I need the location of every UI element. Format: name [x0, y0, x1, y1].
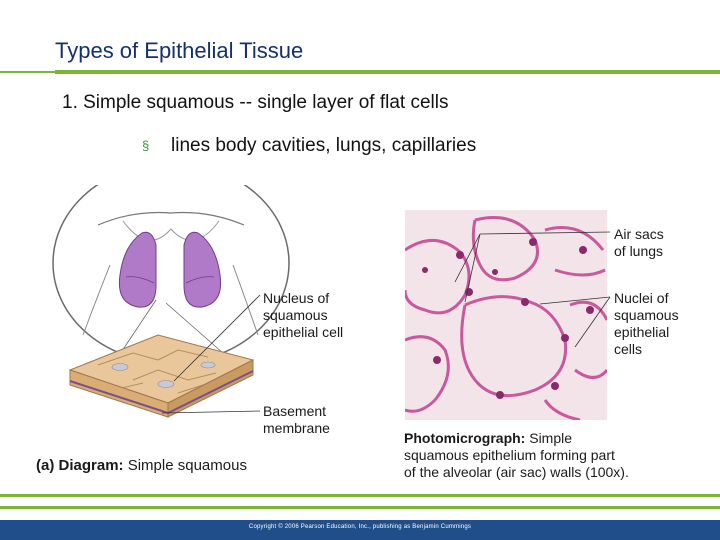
footer-bar	[0, 520, 720, 540]
label-nuclei-line3: epithelial	[614, 324, 670, 340]
diagram-caption-text: Simple squamous	[127, 457, 247, 474]
squamous-diagram-illustration	[52, 185, 290, 418]
photo-caption-line2: squamous epithelium forming part	[404, 447, 615, 463]
photo-leader-lines	[454, 231, 611, 348]
diagram-caption-bold: Diagram:	[58, 457, 124, 474]
photo-caption-bold: Photomicrograph:	[404, 430, 526, 446]
sub-point: lines body cavities, lungs, capillaries	[171, 135, 477, 156]
photo-caption: Photomicrograph: Simple squamous epithel…	[404, 430, 629, 481]
slide-title: Types of Epithelial Tissue	[55, 38, 304, 63]
copyright-text: Copyright © 2006 Pearson Education, Inc.…	[248, 524, 472, 530]
diagram-caption: (a) Diagram: Simple squamous	[36, 457, 247, 474]
label-nuclei-line4: cells	[614, 341, 643, 357]
label-nuclei-line2: squamous	[614, 307, 679, 323]
footer-divider-top	[0, 494, 720, 497]
photomicrograph-image	[405, 210, 607, 420]
label-basement-membrane: Basement membrane	[263, 403, 330, 437]
label-nucleus-line2: squamous	[263, 307, 328, 323]
label-nucleus: Nucleus of squamous epithelial cell	[263, 290, 343, 341]
label-nucleus-line1: Nucleus of	[263, 290, 330, 306]
label-air-sacs: Air sacs of lungs	[614, 226, 664, 260]
sub-bullet-icon: §	[142, 138, 150, 153]
photo-caption-line1-text: Simple	[529, 430, 573, 446]
label-air-sacs-line2: of lungs	[614, 243, 664, 259]
label-nucleus-line3: epithelial cell	[263, 324, 344, 340]
footer-divider-bottom	[0, 506, 720, 509]
title-divider-left	[0, 71, 55, 73]
label-basement-line2: membrane	[263, 420, 330, 436]
title-divider	[55, 70, 720, 74]
photo-caption-line1: Photomicrograph: Simple	[404, 430, 629, 447]
label-basement-line1: Basement	[263, 403, 327, 419]
photo-caption-line3: of the alveolar (air sac) walls (100x).	[404, 464, 629, 480]
diagram-caption-prefix: (a)	[36, 457, 55, 474]
main-point: 1. Simple squamous -- single layer of fl…	[62, 92, 449, 113]
label-air-sacs-line1: Air sacs	[614, 226, 664, 242]
label-nuclei-line1: Nuclei of	[614, 290, 669, 306]
label-nuclei: Nuclei of squamous epithelial cells	[614, 290, 679, 358]
